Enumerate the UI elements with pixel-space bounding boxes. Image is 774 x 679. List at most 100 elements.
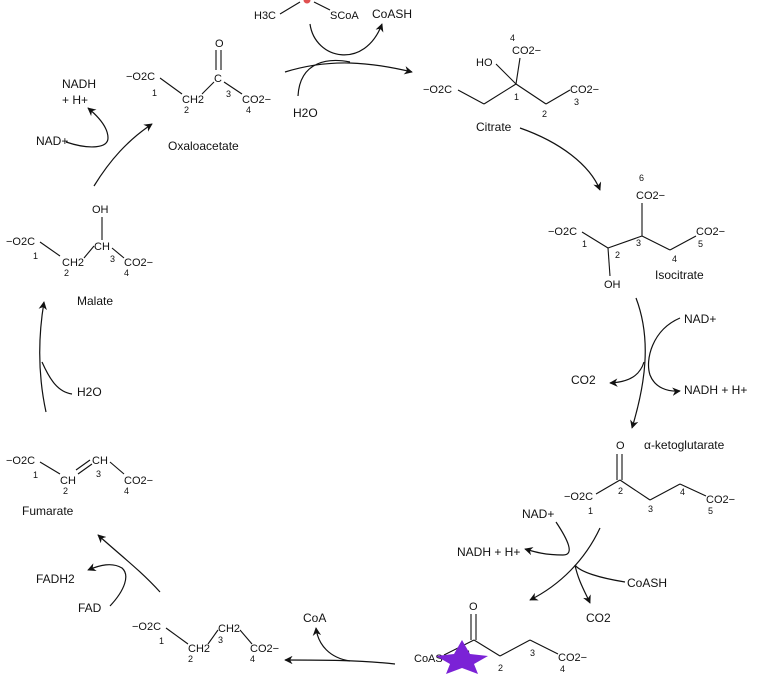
acetyl-oxygen-marker — [303, 0, 311, 4]
succinate-ch2-b: CH2 — [218, 623, 240, 635]
svg-text:2: 2 — [64, 268, 69, 278]
isocitrate-structure: 6 CO2− −O2C CO2− OH 1 2 3 4 5 Isocitrate — [548, 173, 725, 291]
succinate-to-fumarate-arrow — [97, 534, 161, 593]
svg-text:2: 2 — [618, 486, 623, 496]
malate-ch2: CH2 — [62, 257, 84, 269]
fad-label: FAD — [78, 601, 102, 615]
alpha-ketoglutarate-structure: O α-ketoglutarate −O2C CO2− 1 2 3 4 5 — [564, 438, 735, 516]
akg-carboxylate-left: −O2C — [564, 491, 593, 503]
succinyl-coa-structure: O CoAS CO2− 1 2 3 4 — [414, 601, 587, 674]
svg-text:3: 3 — [110, 254, 115, 264]
svg-text:2: 2 — [63, 486, 68, 496]
svg-text:1: 1 — [514, 92, 519, 102]
citrate-formation: H3C SCoA CoASH H2O — [254, 0, 413, 120]
akg-carboxylate-right: CO2− — [706, 494, 735, 506]
isocitrate-dh-nad: NAD+ — [684, 312, 716, 326]
oxaloacetate-ch2: CH2 — [182, 94, 204, 106]
isocitrate-dh-co2: CO2 — [571, 373, 596, 387]
svg-text:2: 2 — [184, 105, 189, 115]
succinyl-carbonyl-o: O — [469, 601, 478, 613]
succinate-structure: −O2C CH2 CH2 CO2− 1 2 3 4 — [132, 621, 279, 664]
svg-text:1: 1 — [159, 636, 164, 646]
oxaloacetate-c3: C — [214, 73, 222, 85]
succinyl-to-succinate-arrow — [284, 655, 396, 665]
fumarase-step: H2O — [38, 301, 102, 413]
svg-text:1: 1 — [33, 251, 38, 261]
fad-to-fadh2-arrow — [87, 563, 127, 607]
citrate-carboxylate-left: −O2C — [423, 84, 452, 96]
malate-dh-nad: NAD+ — [36, 134, 68, 148]
malate-ch: CH — [94, 241, 110, 253]
svg-text:4: 4 — [560, 664, 565, 674]
svg-text:3: 3 — [226, 89, 231, 99]
oxaloacetate-carbonyl-o: O — [215, 38, 224, 50]
fumarate-carboxylate-right: CO2− — [124, 475, 153, 487]
malate-to-oxaloacetate-arrow — [93, 123, 153, 187]
svg-text:4: 4 — [124, 486, 129, 496]
coa-release-arrow — [312, 627, 351, 662]
oxaloacetate-name: Oxaloacetate — [168, 139, 239, 153]
fumarate-ch-a: CH — [60, 475, 76, 487]
akg-dh-co2: CO2 — [586, 611, 611, 625]
citrate-synthase-arrow — [284, 62, 413, 75]
svg-text:4: 4 — [680, 487, 685, 497]
malate-dehydrogenase-step: NAD+ NADH + H+ — [36, 77, 153, 187]
succinate-carboxylate-left: −O2C — [132, 621, 161, 633]
succinate-dehydrogenase-step: FADH2 FAD — [36, 534, 161, 615]
svg-text:1: 1 — [33, 470, 38, 480]
akg-dh-coash: CoASH — [627, 576, 667, 590]
isocitrate-dh-main-arrow — [630, 297, 646, 429]
star-marker-icon — [436, 640, 488, 674]
svg-text:3: 3 — [530, 648, 535, 658]
fumarate-name: Fumarate — [22, 504, 74, 518]
svg-text:1: 1 — [152, 88, 157, 98]
akg-dh-nadh: NADH + H+ — [457, 545, 520, 559]
nad-to-nadh-arrow — [647, 317, 681, 396]
akg-dh-nad: NAD+ — [522, 507, 554, 521]
isocitrate-dehydrogenase-step: NAD+ NADH + H+ CO2 — [571, 297, 747, 429]
fumarase-water: H2O — [77, 385, 102, 399]
svg-text:6: 6 — [639, 173, 644, 183]
svg-text:1: 1 — [588, 506, 593, 516]
coa-released: CoA — [303, 611, 326, 625]
succinyl-thioester: CoAS — [414, 653, 443, 665]
fumarate-carboxylate-left: −O2C — [6, 455, 35, 467]
svg-text:2: 2 — [542, 109, 547, 119]
water-in-arrow — [297, 59, 351, 97]
svg-text:3: 3 — [96, 469, 101, 479]
water-label: H2O — [293, 106, 318, 120]
isocitrate-name: Isocitrate — [655, 268, 704, 282]
isocitrate-carboxylate-left: −O2C — [548, 226, 577, 238]
succinate-ch2-a: CH2 — [188, 643, 210, 655]
malate-hydroxyl: OH — [92, 204, 109, 216]
co2-release-arrow — [609, 361, 645, 387]
fumarate-ch-b: CH — [92, 455, 108, 467]
fumarate-structure: −O2C CH CH CO2− 1 2 3 4 Fumarate — [6, 455, 153, 518]
water-add-arrow — [41, 361, 73, 395]
akg-coash-co2-arrow — [574, 564, 626, 604]
isocitrate-carboxylate-top: CO2− — [636, 190, 665, 202]
coash-released: CoASH — [372, 7, 412, 21]
aconitase-arrow — [519, 127, 602, 191]
akg-dh-main-arrow — [529, 527, 601, 601]
acetyl-bond — [279, 1, 301, 15]
svg-text:3: 3 — [218, 635, 223, 645]
citrate-carboxylate-top: CO2− — [512, 45, 541, 57]
malate-structure: OH −O2C CH2 CH CO2− 1 2 3 4 Malate — [6, 204, 153, 308]
isocitrate-dh-nadh: NADH + H+ — [684, 383, 747, 397]
succinyl-carboxylate-right: CO2− — [558, 652, 587, 664]
svg-text:2: 2 — [615, 250, 620, 260]
svg-text:3: 3 — [648, 504, 653, 514]
svg-text:4: 4 — [250, 654, 255, 664]
citrate-carboxylate-right: CO2− — [570, 84, 599, 96]
malate-name: Malate — [77, 294, 113, 308]
akg-carbonyl-o: O — [616, 440, 625, 452]
oxaloacetate-carboxylate-right: CO2− — [242, 94, 271, 106]
fadh2-label: FADH2 — [36, 572, 75, 586]
citrate-structure: 4 CO2− HO −O2C CO2− 1 2 3 Citrate — [423, 33, 599, 134]
svg-text:4: 4 — [124, 268, 129, 278]
fumarate-to-malate-arrow — [38, 301, 47, 413]
citrate-hydroxyl: HO — [476, 57, 493, 69]
